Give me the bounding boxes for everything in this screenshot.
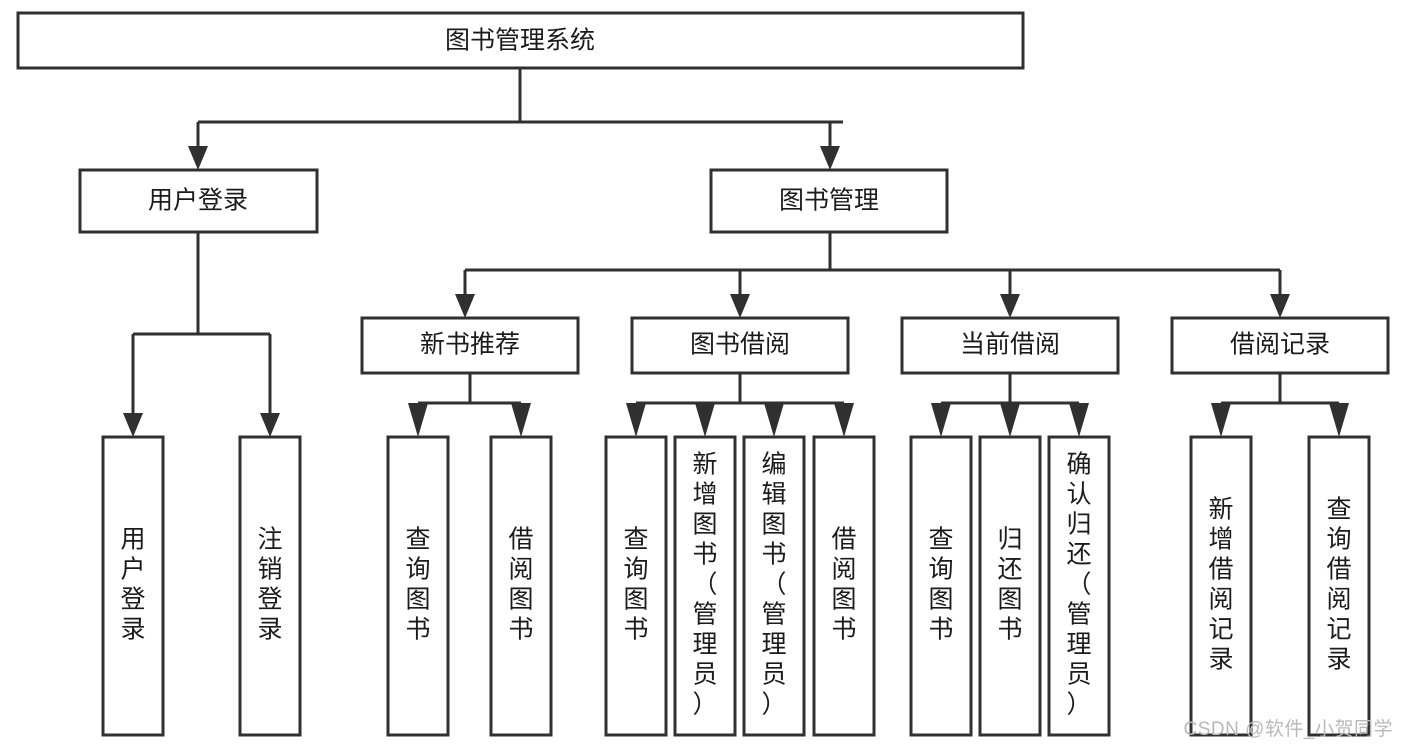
node-book-manage[interactable]: 图书管理: [709, 168, 949, 234]
node-book-borrow-label: 图书借阅: [690, 331, 790, 359]
node-root-box[interactable]: [16, 11, 1025, 70]
node-current-borrow-box[interactable]: [900, 316, 1120, 375]
node-leaf-return-book[interactable]: 归还图书: [978, 435, 1042, 737]
arrow-head-leaf-user-logout: [260, 413, 280, 437]
arrow-head-leaf-add-book: [695, 403, 715, 437]
arrow-head-leaf-return-book: [1000, 403, 1020, 437]
arrow-head-leaf-query-book-1: [408, 403, 428, 437]
node-book-borrow[interactable]: 图书借阅: [630, 316, 850, 375]
arrow-head-leaf-query-book-2: [626, 403, 646, 437]
node-leaf-confirm-return-label: 确认归还（管理员）: [1066, 451, 1091, 719]
node-leaf-add-book[interactable]: 新增图书（管理员）: [673, 435, 737, 737]
arrow-head-leaf-query-book-3: [931, 403, 951, 437]
connectors-current-borrow-children: [931, 373, 1089, 437]
node-leaf-confirm-return-box[interactable]: [1047, 435, 1111, 737]
node-leaf-borrow-book-1-label: 借阅图书: [508, 526, 533, 644]
node-leaf-query-book-2-label: 查询图书: [623, 526, 648, 644]
connectors-borrow-record-children: [1211, 373, 1349, 437]
node-leaf-query-book-3-label: 查询图书: [928, 526, 953, 644]
node-current-borrow-label: 当前借阅: [960, 331, 1060, 359]
node-leaf-borrow-book-1-box[interactable]: [489, 435, 553, 737]
node-leaf-user-logout-box[interactable]: [238, 435, 302, 737]
node-leaf-add-record[interactable]: 新增借阅记录: [1189, 435, 1253, 737]
arrow-head-leaf-query-record: [1329, 403, 1349, 437]
node-borrow-record-box[interactable]: [1170, 316, 1390, 375]
node-leaf-query-book-2-box[interactable]: [604, 435, 668, 737]
node-leaf-query-book-3-box[interactable]: [909, 435, 973, 737]
node-root[interactable]: 图书管理系统: [16, 11, 1025, 70]
node-leaf-confirm-return[interactable]: 确认归还（管理员）: [1047, 435, 1111, 737]
node-root-label: 图书管理系统: [445, 27, 595, 55]
arrow-head-current-borrow: [1000, 294, 1020, 318]
connectors-book-manage: [455, 232, 1290, 318]
node-leaf-user-logout[interactable]: 注销登录: [238, 435, 302, 737]
node-user-login-label: 用户登录: [148, 187, 248, 215]
connectors-user-login-children: [123, 232, 280, 437]
arrow-head-leaf-borrow-book-1: [511, 403, 531, 437]
node-leaf-query-book-1[interactable]: 查询图书: [386, 435, 450, 737]
node-leaf-add-book-label: 新增图书（管理员）: [692, 451, 717, 719]
node-leaf-query-record-label: 查询借阅记录: [1326, 496, 1351, 674]
arrow-head-new-book: [455, 294, 475, 318]
node-new-book-recommend[interactable]: 新书推荐: [360, 316, 580, 375]
node-leaf-user-logout-label: 注销登录: [257, 526, 282, 644]
arrow-head-leaf-edit-book: [764, 403, 784, 437]
node-leaf-edit-book-label: 编辑图书（管理员）: [761, 451, 786, 719]
arrow-head-borrow-record: [1270, 294, 1290, 318]
node-book-manage-label: 图书管理: [779, 187, 879, 215]
node-leaf-user-login-label: 用户登录: [120, 526, 145, 644]
connectors-book-borrow-children: [626, 373, 854, 437]
node-leaf-edit-book[interactable]: 编辑图书（管理员）: [742, 435, 806, 737]
node-new-book-recommend-box[interactable]: [360, 316, 580, 375]
node-user-login-box[interactable]: [78, 168, 319, 234]
node-book-borrow-box[interactable]: [630, 316, 850, 375]
node-borrow-record[interactable]: 借阅记录: [1170, 316, 1390, 375]
node-leaf-query-book-1-label: 查询图书: [405, 526, 430, 644]
node-leaf-add-record-box[interactable]: [1189, 435, 1253, 737]
node-new-book-recommend-label: 新书推荐: [420, 331, 520, 359]
arrow-head-leaf-borrow-book-2: [834, 403, 854, 437]
node-leaf-borrow-book-1[interactable]: 借阅图书: [489, 435, 553, 737]
arrow-head-leaf-add-record: [1211, 403, 1231, 437]
connectors-root: [188, 68, 843, 170]
arrow-head-user-login: [188, 146, 208, 170]
node-leaf-borrow-book-2-label: 借阅图书: [831, 526, 856, 644]
node-current-borrow[interactable]: 当前借阅: [900, 316, 1120, 375]
arrow-head-book-manage: [820, 146, 840, 170]
arrow-head-leaf-user-login: [123, 413, 143, 437]
node-leaf-add-book-box[interactable]: [673, 435, 737, 737]
node-leaf-borrow-book-2-box[interactable]: [812, 435, 876, 737]
node-borrow-record-label: 借阅记录: [1230, 331, 1330, 359]
arrow-head-leaf-confirm-return: [1069, 403, 1089, 437]
node-user-login[interactable]: 用户登录: [78, 168, 319, 234]
node-leaf-query-book-1-box[interactable]: [386, 435, 450, 737]
node-leaf-query-record[interactable]: 查询借阅记录: [1307, 435, 1371, 737]
node-leaf-query-book-3[interactable]: 查询图书: [909, 435, 973, 737]
node-leaf-edit-book-box[interactable]: [742, 435, 806, 737]
connectors-new-book-children: [408, 373, 531, 437]
node-leaf-return-book-box[interactable]: [978, 435, 1042, 737]
arrow-head-book-borrow: [730, 294, 750, 318]
node-leaf-borrow-book-2[interactable]: 借阅图书: [812, 435, 876, 737]
node-leaf-query-record-box[interactable]: [1307, 435, 1371, 737]
node-book-manage-box[interactable]: [709, 168, 949, 234]
node-leaf-return-book-label: 归还图书: [997, 526, 1022, 644]
node-leaf-user-login-box[interactable]: [101, 435, 165, 737]
node-leaf-add-record-label: 新增借阅记录: [1208, 496, 1233, 674]
node-leaf-query-book-2[interactable]: 查询图书: [604, 435, 668, 737]
node-leaf-user-login[interactable]: 用户登录: [101, 435, 165, 737]
